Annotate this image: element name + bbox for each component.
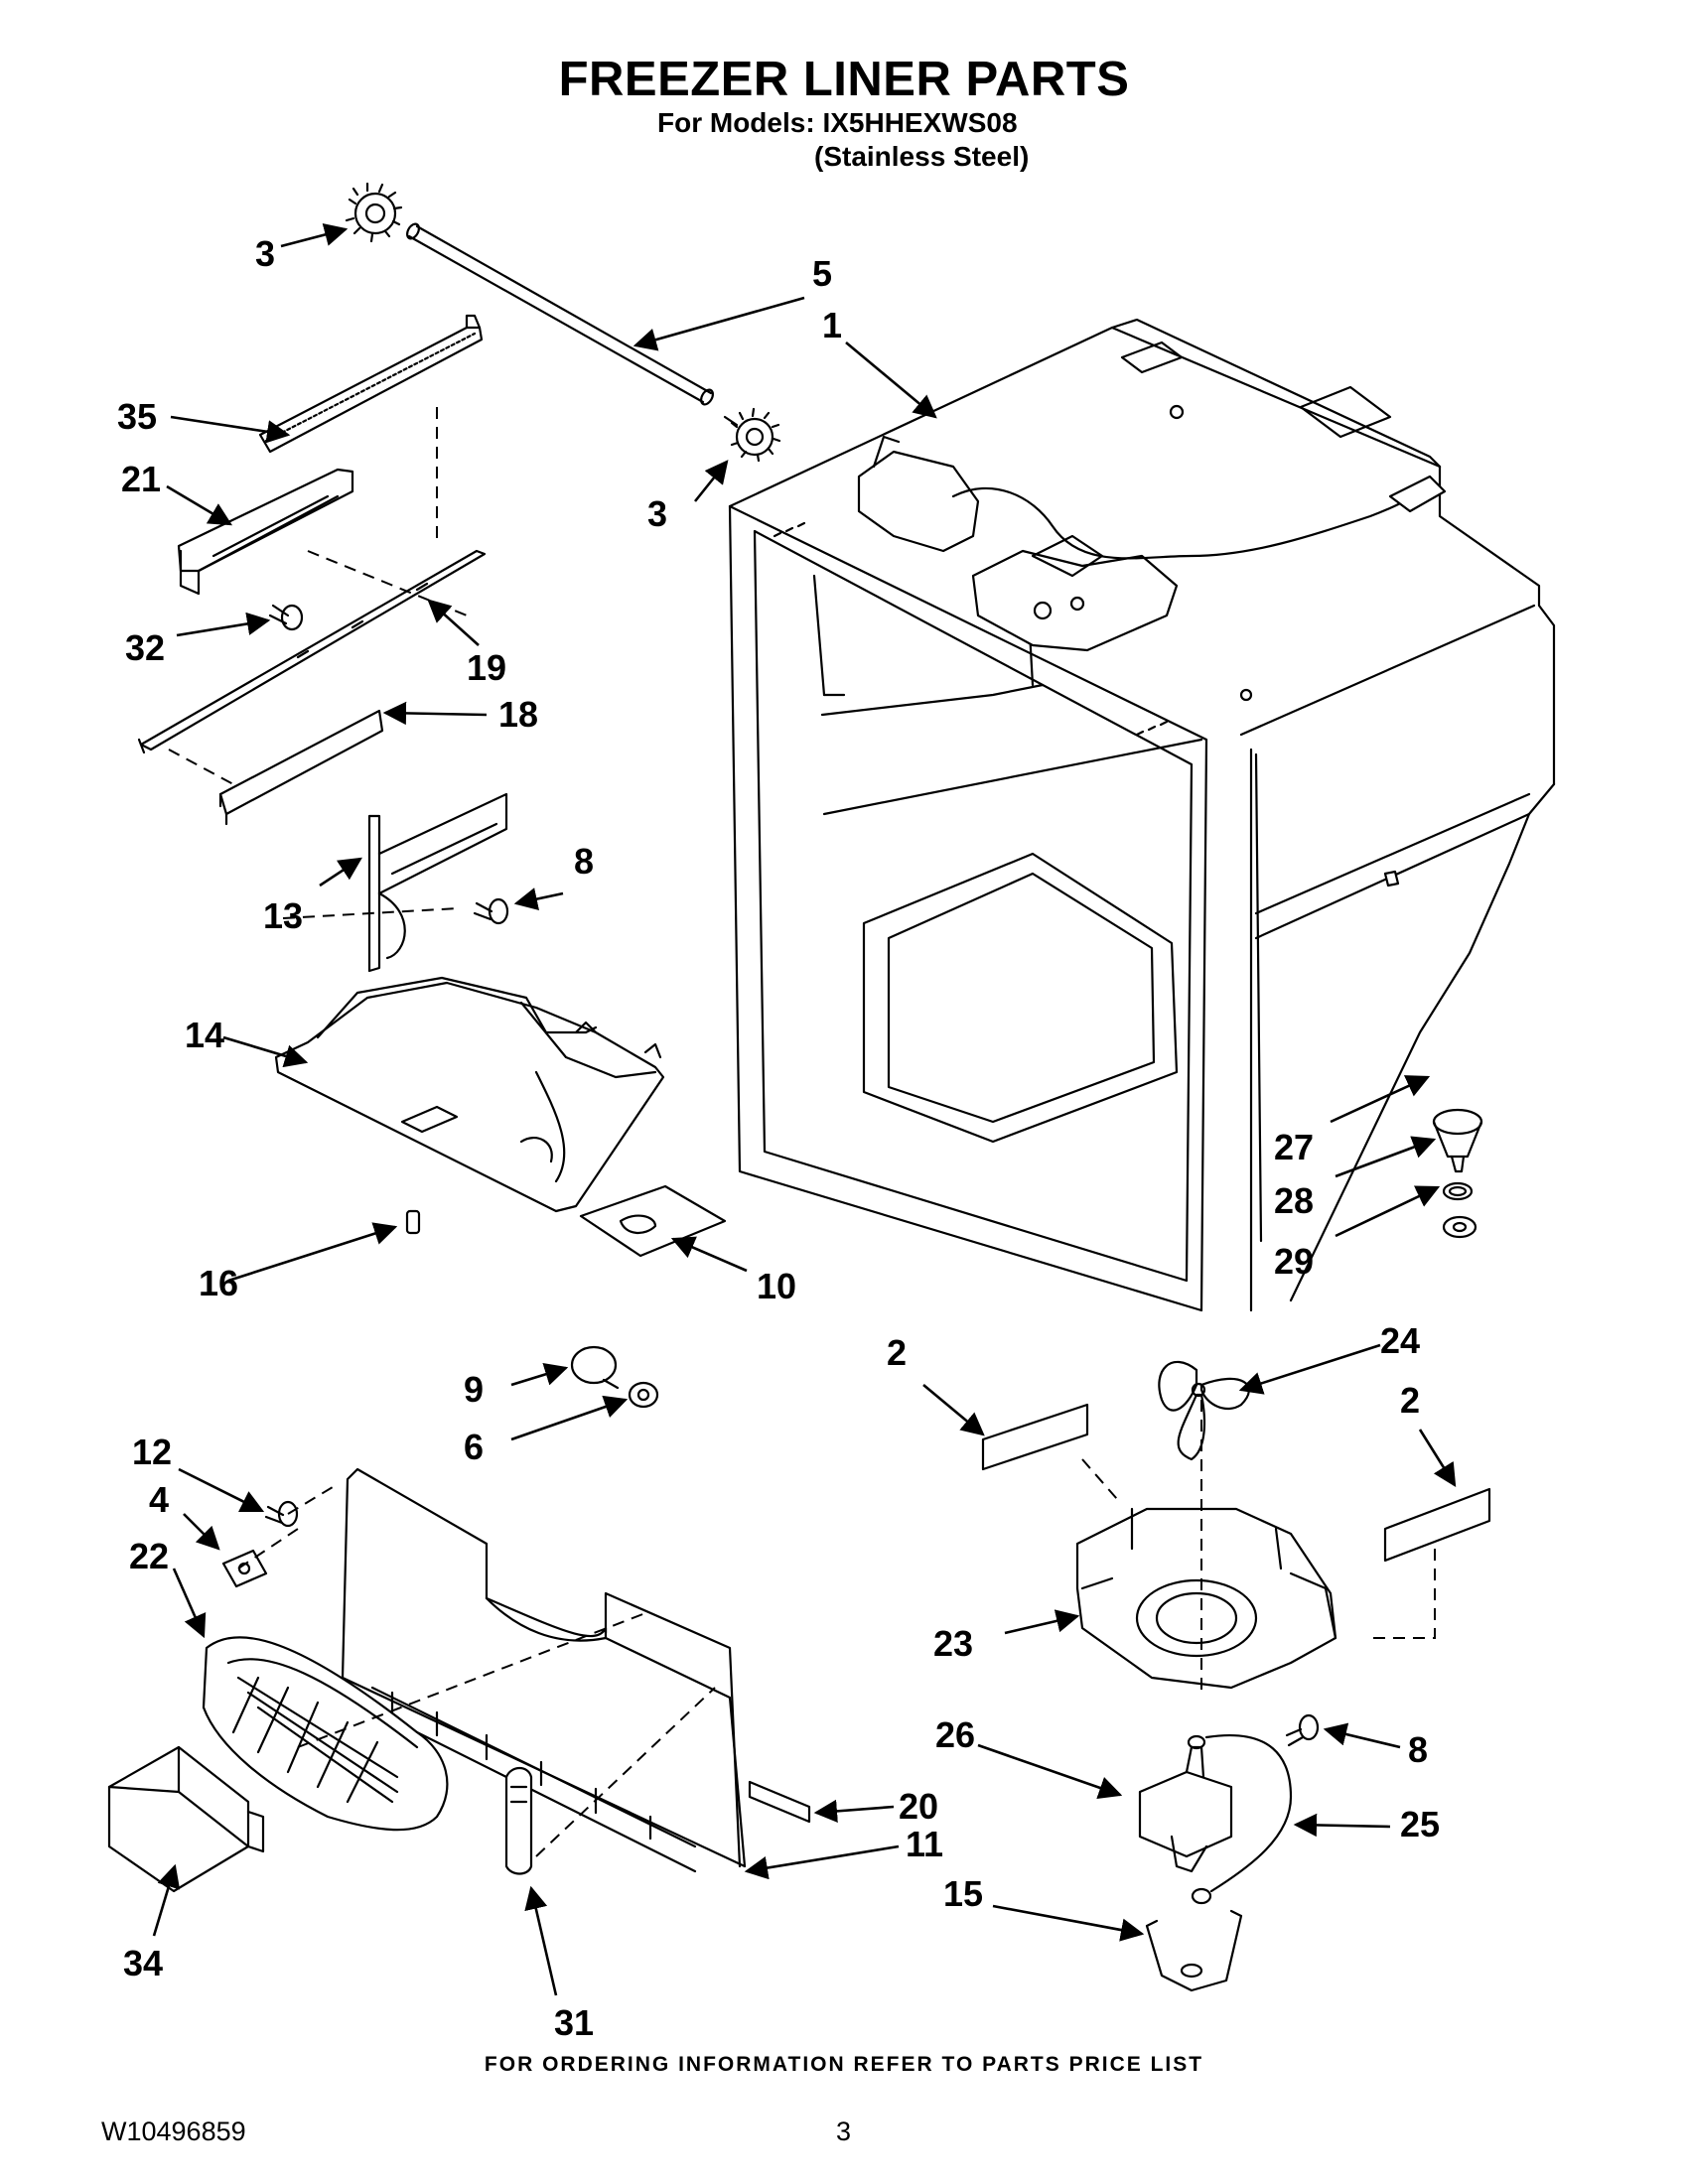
cup-27-part	[1432, 1108, 1483, 1173]
ordering-info: FOR ORDERING INFORMATION REFER TO PARTS …	[484, 2053, 1204, 2076]
leader-arrows	[152, 223, 1457, 1996]
screw-8-upper-part	[473, 897, 509, 925]
callout-14: 14	[185, 1015, 224, 1055]
gear-lower-part	[723, 407, 781, 463]
callout-6: 6	[464, 1427, 484, 1467]
gear-top-part	[345, 182, 403, 243]
support-13-part	[367, 792, 508, 973]
tray-14-part	[274, 976, 665, 1213]
clip-31-part	[504, 1766, 533, 1875]
clip-4-part	[221, 1549, 268, 1588]
callout-13: 13	[263, 895, 303, 936]
finish-line: (Stainless Steel)	[814, 141, 1030, 172]
callout-18: 18	[498, 694, 538, 735]
light-bulb-9-part	[570, 1345, 620, 1390]
callout-16: 16	[199, 1263, 238, 1303]
callout-5: 5	[812, 253, 832, 294]
callout-labels: 3 5 1 35 21 3 32 19 18 13 8 14 27 28 29 …	[117, 233, 1440, 2043]
callout-3-top: 3	[255, 233, 275, 274]
rear-panel-11-part	[341, 1467, 747, 1873]
page-number: 3	[836, 2116, 852, 2146]
freezer-liner-part	[728, 318, 1556, 1312]
callout-24: 24	[1380, 1320, 1420, 1361]
callout-29: 29	[1274, 1241, 1314, 1282]
callout-3-lower: 3	[647, 493, 667, 534]
callout-1: 1	[822, 305, 842, 345]
callout-15: 15	[943, 1873, 983, 1914]
callout-8-upper: 8	[574, 841, 594, 882]
strip-35-part	[258, 314, 484, 454]
wire-harness-25-part	[1191, 1734, 1293, 1905]
page-title: FREEZER LINER PARTS	[558, 53, 1130, 106]
bracket-21-part	[177, 468, 354, 596]
screw-32-part	[268, 604, 304, 631]
callout-21: 21	[121, 459, 161, 499]
models-line: For Models: IX5HHEXWS08	[657, 107, 1018, 138]
callout-19: 19	[467, 647, 506, 688]
callout-23: 23	[933, 1623, 973, 1664]
callout-22: 22	[129, 1536, 169, 1576]
document-number: W10496859	[101, 2116, 246, 2146]
callout-11: 11	[906, 1824, 943, 1864]
pad-2-right-part	[1383, 1487, 1491, 1563]
callout-8-lower: 8	[1408, 1729, 1428, 1770]
pad-2-left-part	[981, 1403, 1089, 1471]
callout-35: 35	[117, 396, 157, 437]
ring-28-part	[1442, 1181, 1474, 1201]
fan-housing-23-part	[1075, 1507, 1337, 1690]
callout-2-left: 2	[887, 1332, 907, 1373]
foil-10-part	[579, 1184, 727, 1258]
callout-10: 10	[757, 1266, 796, 1306]
motor-bracket-15-part	[1145, 1909, 1243, 1992]
callout-12: 12	[132, 1432, 172, 1472]
cover-34-part	[107, 1745, 265, 1893]
assembly-lines	[168, 407, 1436, 1857]
callout-2-right: 2	[1400, 1380, 1420, 1421]
callout-31: 31	[554, 2002, 594, 2043]
callout-9: 9	[464, 1369, 484, 1410]
rail-18-part	[218, 709, 384, 826]
callout-28: 28	[1274, 1180, 1314, 1221]
callout-32: 32	[125, 627, 165, 668]
light-socket-6-part	[628, 1381, 659, 1409]
screw-12-part	[264, 1500, 299, 1528]
fan-blade-24-part	[1158, 1360, 1250, 1461]
grommet-29-part	[1442, 1215, 1477, 1239]
screw-8-lower-part	[1285, 1713, 1320, 1747]
callout-26: 26	[935, 1714, 975, 1755]
callout-4: 4	[149, 1479, 169, 1520]
callout-20: 20	[899, 1786, 938, 1827]
callout-25: 25	[1400, 1804, 1440, 1844]
rail-19-part	[137, 549, 487, 754]
seal-strip-20-part	[748, 1780, 811, 1824]
air-grille-22-part	[202, 1636, 449, 1832]
fan-motor-26-part	[1138, 1734, 1233, 1873]
callout-27: 27	[1274, 1127, 1314, 1167]
clip-16-part	[405, 1209, 421, 1235]
callout-34: 34	[123, 1943, 163, 1983]
rod-part	[406, 222, 714, 406]
